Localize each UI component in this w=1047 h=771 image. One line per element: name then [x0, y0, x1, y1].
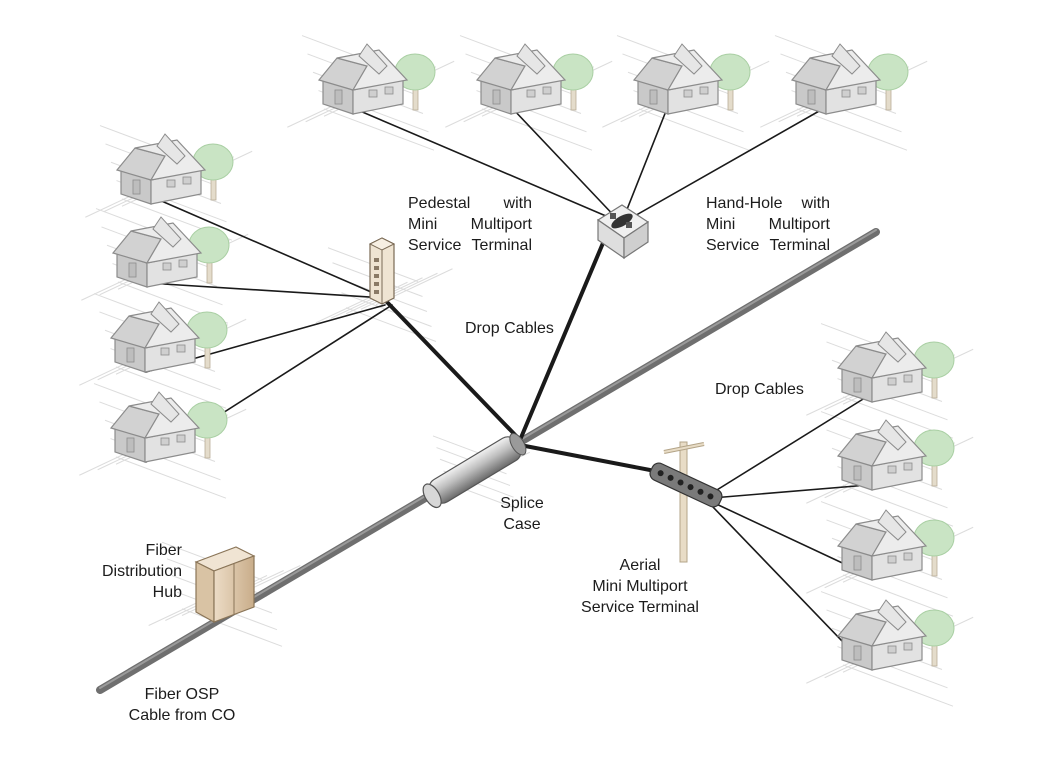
hub-label-line: Fiber — [145, 542, 182, 559]
aerial-terminal-icon — [649, 462, 723, 508]
house-icon — [115, 133, 234, 205]
aerial-terminal-label: Aerial Mini Multiport Service Terminal — [570, 555, 710, 618]
house-icon — [632, 43, 751, 115]
tree-icon — [913, 609, 955, 667]
splice-label-line: Splice — [500, 495, 544, 512]
house-icon — [836, 419, 955, 491]
pedestal-terminal-icon — [368, 237, 396, 305]
house-icon — [111, 216, 230, 288]
aerial-label-line: Mini Multiport — [592, 578, 688, 595]
tree-icon — [394, 53, 436, 111]
drop-cable-to-pedestal — [383, 298, 522, 442]
pedestal-label-line: Mini Multiport — [408, 216, 532, 233]
hub-label-line: Hub — [152, 584, 182, 601]
drop-cable — [623, 105, 829, 223]
splice-label-line: Case — [503, 516, 541, 533]
aerial-label-line: Aerial — [619, 557, 661, 574]
house-icon — [109, 391, 228, 463]
hub-label-line: Distribution — [101, 563, 182, 580]
pedestal-label-line: Pedestal with — [408, 195, 532, 212]
drop-cable — [147, 282, 386, 299]
drop-cable — [711, 484, 869, 499]
drop-cable-to-aerial — [518, 443, 652, 472]
house-icon — [475, 43, 594, 115]
drop-cable — [352, 107, 621, 223]
house-icon — [836, 509, 955, 581]
tree-icon — [913, 341, 955, 399]
pedestal-terminal-label: Pedestal with Mini Multiport Service Ter… — [408, 193, 532, 256]
drop-cable — [511, 107, 621, 223]
house-icon — [790, 43, 909, 115]
pedestal-label-line: Service Terminal — [408, 237, 532, 254]
house-icon — [109, 301, 228, 373]
utility-pole-icon — [663, 441, 705, 563]
drop-cable — [711, 395, 869, 494]
house-icon — [317, 43, 436, 115]
handhole-label-line: Hand-Hole with — [706, 195, 830, 212]
drop-cable — [621, 105, 669, 223]
house-icon — [836, 331, 955, 403]
handhole-terminal-label: Hand-Hole with Mini Multiport Service Te… — [706, 193, 830, 256]
house-icon — [836, 599, 955, 671]
fiber-distribution-hub-label: Fiber Distribution Hub — [62, 540, 182, 603]
drop-cable-to-handhole — [518, 241, 605, 442]
splice-case-label: Splice Case — [482, 493, 562, 535]
tree-icon — [867, 53, 909, 111]
aerial-label-line: Service Terminal — [581, 599, 699, 616]
drop-cable — [149, 195, 386, 299]
handhole-label-line: Mini Multiport — [706, 216, 830, 233]
osp-label-line: Cable from CO — [128, 707, 236, 724]
drop-cables-left-label: Drop Cables — [465, 320, 554, 337]
osp-cable-label: Fiber OSP Cable from CO — [112, 684, 252, 726]
tree-icon — [913, 429, 955, 487]
tree-icon — [709, 53, 751, 111]
osp-label-line: Fiber OSP — [144, 686, 220, 703]
handhole-label-line: Service Terminal — [706, 237, 830, 254]
drop-cables-right-label: Drop Cables — [715, 381, 804, 398]
handhole-terminal-icon — [596, 204, 650, 260]
fiber-distribution-hub-icon — [194, 546, 256, 624]
splice-case-icon — [422, 433, 527, 509]
